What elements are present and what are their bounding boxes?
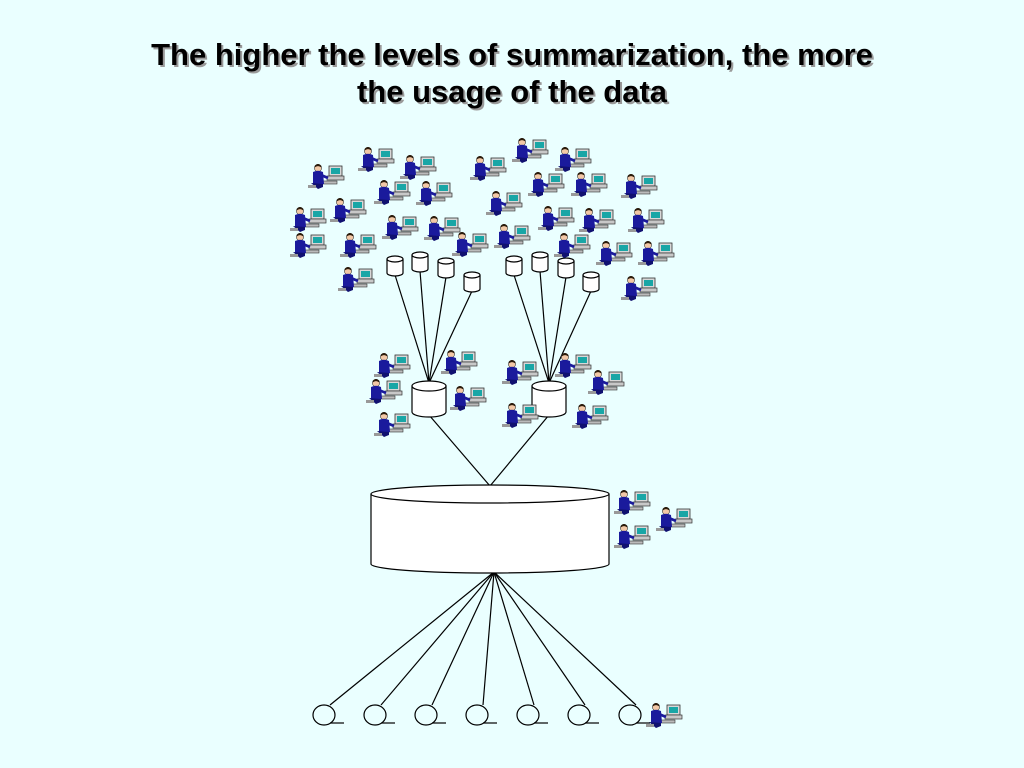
user-icon [414,179,454,208]
user-icon [569,170,609,199]
user-icon [644,701,684,730]
user-icon [526,170,566,199]
user-icon [356,145,396,174]
user-icon [372,351,412,380]
user-icon [510,136,550,165]
central-to-node-line [482,571,495,706]
user-icon [422,214,462,243]
ellipse-node-icon [567,704,599,726]
central-to-node-line [329,571,495,706]
connection-lines [329,270,637,706]
user-icon [577,206,617,235]
title-line-2: the usage of the data [356,74,668,109]
individual-data-store [582,271,600,293]
departmental-data-store [411,380,447,418]
user-icon [398,153,438,182]
user-icon [439,348,479,377]
mid-to-central-line [428,414,491,487]
user-icon [612,488,652,517]
user-icon [654,505,694,534]
small-to-mid-line [394,274,430,384]
small-to-mid-line [548,290,592,384]
bottom-nodes [312,704,650,726]
user-icon [536,204,576,233]
user-icon [364,377,404,406]
user-icon [338,231,378,260]
individual-data-store [411,251,429,273]
user-icon [636,239,676,268]
ellipse-node-icon [618,704,650,726]
user-icon [306,162,346,191]
individual-data-store [437,257,455,279]
user-icon [450,230,490,259]
user-icon [619,172,659,201]
small-to-mid-line [428,276,447,384]
user-icon [380,213,420,242]
ellipse-node-icon [363,704,395,726]
slide-title: The higher the levels of summarization, … [0,36,1024,110]
central-to-node-line [493,571,637,706]
central-to-node-line [493,571,535,706]
user-icon [492,222,532,251]
user-icon [500,358,540,387]
small-to-mid-line [419,270,430,384]
ellipse-node-icon [516,704,548,726]
small-to-mid-line [548,276,567,384]
small-to-mid-line [539,270,550,384]
user-icon [448,384,488,413]
individual-data-store [463,271,481,293]
user-icon [594,239,634,268]
user-icon [484,189,524,218]
user-icon [372,178,412,207]
individual-data-store [505,255,523,277]
user-icon [586,368,626,397]
title-line-1: The higher the levels of summarization, … [151,37,873,72]
user-icon [500,401,540,430]
central-to-node-line [431,571,495,706]
small-to-mid-line [513,274,550,384]
ellipse-node-icon [312,704,344,726]
user-icon [336,265,376,294]
user-icon [619,274,659,303]
ellipse-node-icon [465,704,497,726]
data-stores [312,251,650,726]
individual-data-store [386,255,404,277]
users-group [288,136,694,730]
user-icon [372,410,412,439]
small-to-mid-line [428,290,473,384]
departmental-data-store [531,380,567,418]
user-icon [626,206,666,235]
user-icon [288,231,328,260]
user-icon [468,154,508,183]
user-icon [552,231,592,260]
central-to-node-line [380,571,495,706]
user-icon [570,402,610,431]
user-icon [328,196,368,225]
user-icon [288,205,328,234]
individual-data-store [557,257,575,279]
user-icon [612,522,652,551]
central-data-warehouse [370,484,610,574]
mid-to-central-line [489,414,550,487]
ellipse-node-icon [414,704,446,726]
user-icon [553,145,593,174]
central-to-node-line [493,571,586,706]
individual-data-store [531,251,549,273]
